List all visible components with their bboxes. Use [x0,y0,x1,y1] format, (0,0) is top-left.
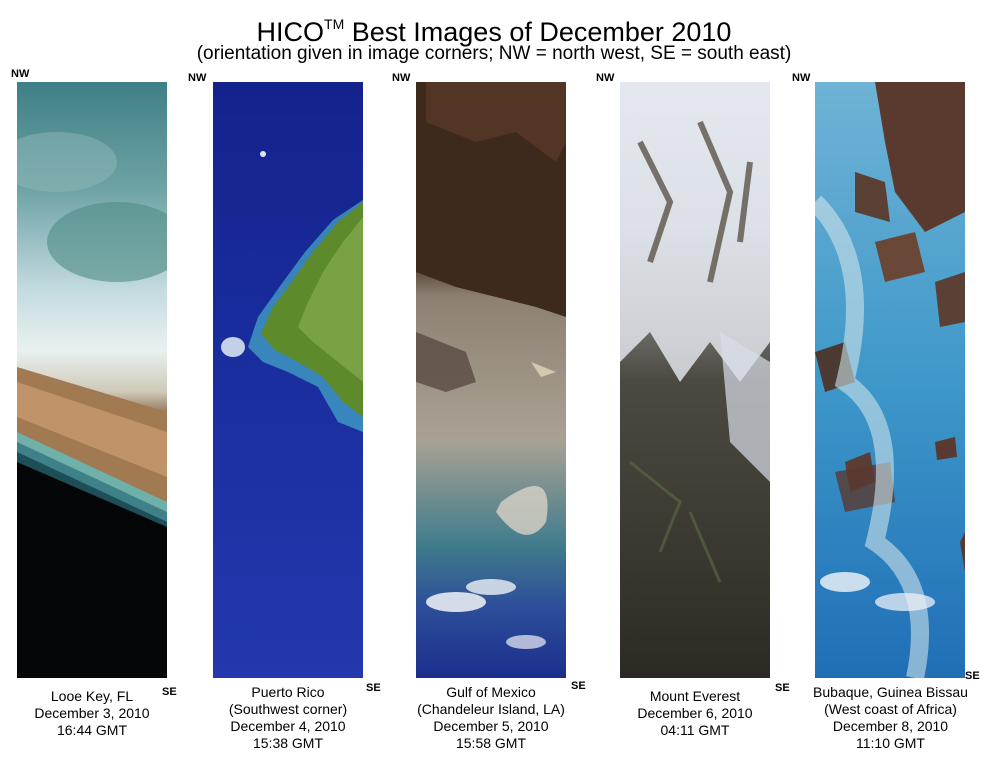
caption-puerto-rico: Puerto Rico (Southwest corner) December … [228,684,348,751]
se-label-puerto-rico: SE [366,682,381,694]
se-label-bubaque: SE [965,670,980,682]
se-label-looe-key: SE [162,686,177,698]
page-subtitle: (orientation given in image corners; NW … [196,43,792,64]
caption-mount-everest: Mount Everest December 6, 2010 04:11 GMT [637,688,753,738]
caption-bubaque: Bubaque, Guinea Bissau (West coast of Af… [813,684,968,751]
se-label-gulf-of-mexico: SE [571,680,586,692]
se-label-mount-everest: SE [775,682,790,694]
satellite-image-puerto-rico [213,82,363,678]
satellite-image-mount-everest [620,82,770,678]
nw-label-mount-everest: NW [596,72,615,84]
satellite-image-bubaque [815,82,965,678]
nw-label-looe-key: NW [11,68,30,80]
satellite-image-gulf-of-mexico [416,82,566,678]
nw-label-bubaque: NW [792,72,811,84]
caption-looe-key: Looe Key, FL December 3, 2010 16:44 GMT [34,688,150,738]
satellite-image-looe-key [17,82,167,678]
caption-gulf-of-mexico: Gulf of Mexico (Chandeleur Island, LA) D… [417,684,565,751]
nw-label-gulf-of-mexico: NW [392,72,411,84]
page-title: HICOTM Best Images of December 2010 [256,16,732,47]
nw-label-puerto-rico: NW [188,72,207,84]
